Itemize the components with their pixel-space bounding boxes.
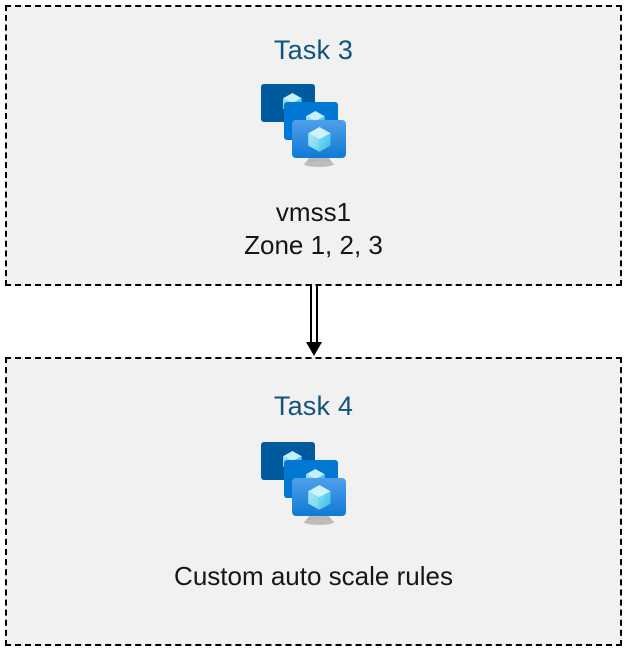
caption-line-vmss-name: vmss1 (275, 197, 352, 227)
task-4-caption: Custom auto scale rules (174, 560, 453, 593)
task-box-task-4: Task 4 (5, 357, 622, 646)
virtual-machine-scale-set-icon (260, 84, 346, 167)
task-box-task-3: Task 3 (5, 5, 622, 286)
virtual-machine-scale-set-icon (260, 442, 346, 525)
caption-line-zones: Zone 1, 2, 3 (244, 230, 383, 260)
caption-line-autoscale-rules: Custom auto scale rules (174, 561, 453, 591)
connector-arrow-task3-to-task4 (306, 284, 322, 356)
task-title-task-3: Task 3 (273, 35, 354, 65)
task-3-caption: vmss1 Zone 1, 2, 3 (244, 196, 383, 262)
task-title-task-4: Task 4 (273, 391, 354, 421)
